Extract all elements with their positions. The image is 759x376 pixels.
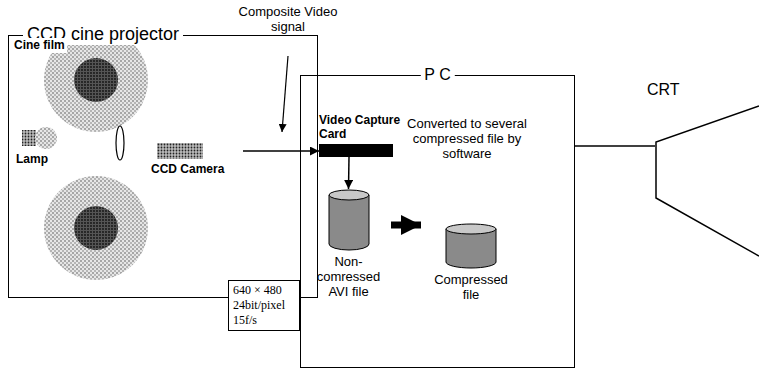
file-label: Compressed file [431,272,511,302]
component-label: Video Capture Card [319,113,404,141]
note-text: Composite Video signal [238,4,338,34]
spec-box: 640 × 48024bit/pixel15f/s [228,280,300,331]
lamp-symbol [22,127,57,149]
film-reel [44,176,148,280]
file-cylinder: Compressed file [431,223,511,302]
housing-box: CCD cine projectorCCD Camera [8,35,318,298]
part-label: Lamp [14,152,50,167]
ccd-sensor [157,143,203,159]
signal-line [243,150,319,152]
process-arrow [391,222,421,229]
component-label: CCD Camera [151,162,243,176]
file-cylinder: Non-comressed AVI file [306,189,391,299]
spec-text: 15f/s [233,313,295,328]
cylinder-shape [328,189,370,251]
lens-symbol [116,126,124,160]
cylinder-shape [445,223,497,269]
crt-shape [655,104,759,258]
card-bar [319,144,393,157]
signal-line [575,145,655,147]
signal-line [348,157,350,189]
capture-card: Video Capture Card [319,113,404,157]
file-label: Non-comressed AVI file [306,254,391,299]
part-label: Cine film [12,38,67,53]
spec-text: 24bit/pixel [233,298,295,313]
camera-block: CCD Camera [151,143,243,176]
monitor-label: CRT [647,80,759,100]
spec-text: 640 × 480 [233,283,295,298]
note-text: Converted to several compressed file by … [392,116,542,161]
box-title: P C [420,66,454,84]
crt-monitor: CRT [655,80,759,258]
leader-line [282,56,288,132]
